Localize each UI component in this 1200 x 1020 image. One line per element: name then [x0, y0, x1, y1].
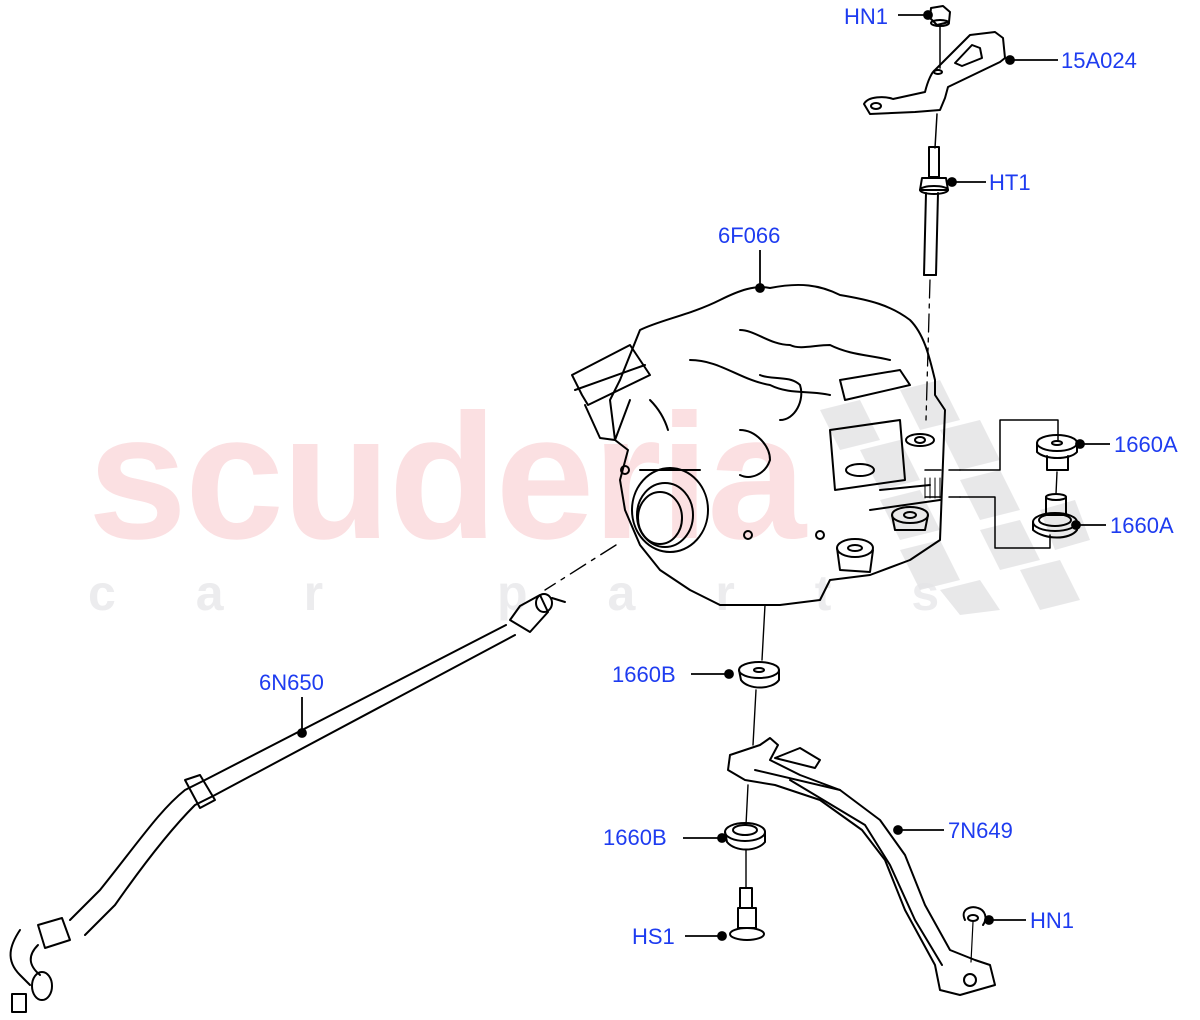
insulator-1660b-lower: [724, 822, 766, 851]
callout-15a024[interactable]: 15A024: [1061, 48, 1137, 73]
mount-bush-1660a-upper: [1036, 434, 1078, 471]
bracket-15a024: [863, 31, 1006, 115]
hex-nut-bottom: [962, 906, 987, 926]
watermark-car-parts: car parts: [88, 565, 1020, 621]
callout-1660a-upper[interactable]: 1660A: [1114, 432, 1178, 457]
callout-1660b-upper[interactable]: 1660B: [612, 662, 676, 687]
callout-hn1-top[interactable]: HN1: [844, 4, 889, 29]
support-arm-7n649: [727, 737, 996, 996]
bolt-hs1: [729, 887, 765, 941]
callout-hn1-bottom[interactable]: HN1: [1030, 908, 1075, 933]
callout-leaders: [297, 10, 1110, 941]
callout-7n649[interactable]: 7N649: [948, 818, 1013, 843]
insulator-1660b-upper: [738, 661, 780, 689]
housing-6f066: [571, 283, 946, 606]
hex-nut-top: [929, 5, 951, 27]
callout-1660b-lower[interactable]: 1660B: [603, 825, 667, 850]
stud-ht1: [919, 146, 949, 276]
callout-6n650[interactable]: 6N650: [259, 670, 324, 695]
callout-1660a-lower[interactable]: 1660A: [1110, 513, 1174, 538]
callout-6f066[interactable]: 6F066: [718, 223, 781, 248]
callout-ht1[interactable]: HT1: [989, 170, 1031, 195]
callout-hs1[interactable]: HS1: [632, 924, 675, 949]
breather-tube-6n650: [9, 593, 566, 1013]
